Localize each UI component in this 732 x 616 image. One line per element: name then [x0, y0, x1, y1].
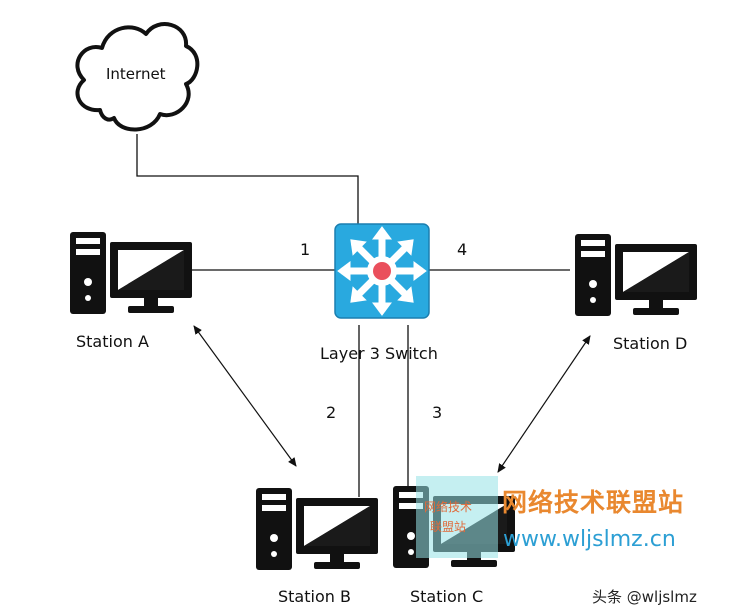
internet-cloud-icon: [75, 22, 200, 132]
arrow-d-c: [497, 335, 591, 473]
port-number-3: 3: [432, 403, 443, 422]
port-number-2: 2: [326, 403, 337, 422]
watermark-url: www.wljslmz.cn: [503, 527, 676, 552]
watermark-badge-line1: 网络技术: [424, 500, 473, 514]
layer3-switch-icon: [334, 223, 430, 319]
switch-label: Layer 3 Switch: [320, 344, 438, 363]
station-d-label: Station D: [613, 334, 688, 353]
watermark-badge-line2: 联盟站: [430, 520, 467, 534]
link-internet-switch: [136, 134, 359, 226]
port-number-4: 4: [457, 240, 468, 259]
station-a-label: Station A: [76, 332, 149, 351]
watermark-badge: 网络技术 联盟站: [416, 476, 498, 558]
station-c-label: Station C: [410, 587, 484, 606]
links: [136, 134, 591, 497]
port-number-1: 1: [300, 240, 311, 259]
arrow-a-b: [193, 325, 297, 467]
station-a-computer-icon: [70, 232, 192, 314]
watermark-title: 网络技术联盟站: [502, 488, 685, 517]
station-d-computer-icon: [575, 234, 697, 316]
footer-credit: 头条 @wljslmz: [592, 588, 697, 606]
internet-label: Internet: [106, 65, 166, 83]
station-b-label: Station B: [278, 587, 351, 606]
station-b-computer-icon: [256, 488, 378, 570]
